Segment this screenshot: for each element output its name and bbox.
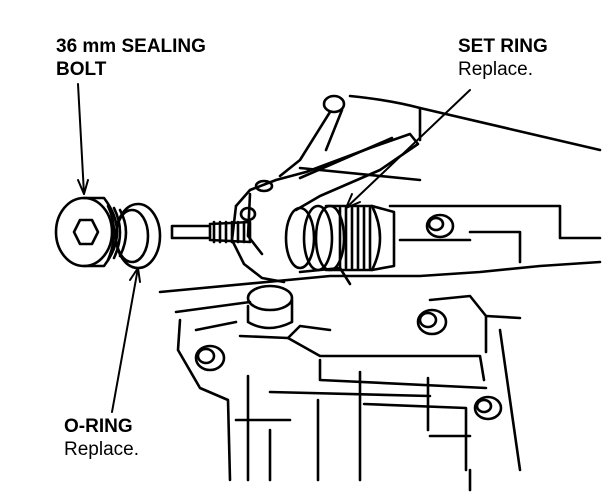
set-ring-assembly — [170, 204, 396, 272]
o-ring-note: Replace. — [64, 439, 139, 460]
set-ring-label: SET RING — [458, 36, 548, 57]
sealing-bolt-label-line2: BOLT — [56, 59, 107, 80]
set-ring-note: Replace. — [458, 59, 533, 80]
o-ring-leader — [111, 267, 139, 413]
bolt-leader — [77, 83, 85, 195]
transmission-case — [158, 94, 602, 492]
sealing-bolt-label: 36 mm SEALING — [56, 36, 206, 57]
o-ring-label: O-RING — [64, 416, 133, 437]
wrench-tool — [230, 132, 420, 284]
o-ring — [114, 202, 162, 270]
set-ring-leader — [345, 89, 471, 209]
leader-lines — [77, 83, 471, 413]
